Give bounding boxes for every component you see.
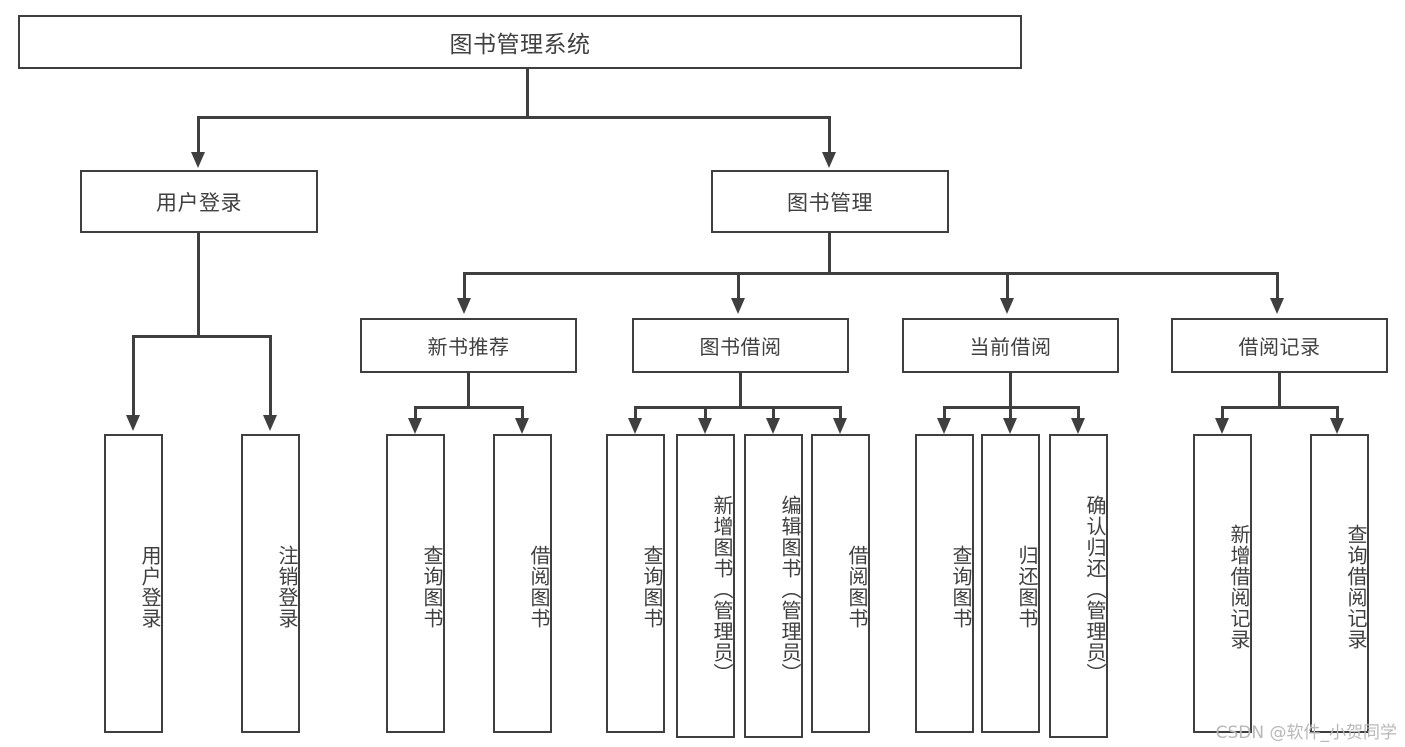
connector-borrow-drop-2: [704, 406, 707, 420]
arrow-leaf-current-confirm-return: [1071, 418, 1085, 434]
connector-borrow-drop-4: [839, 406, 842, 420]
arrow-leaf-current-query-book: [937, 418, 951, 434]
node-label: 图书管理系统: [449, 32, 591, 58]
node-label: 归还图书: [1015, 544, 1039, 629]
node-label: 借阅记录: [1238, 335, 1321, 359]
connector-level2-drop-3: [1006, 272, 1009, 300]
leaf-current-confirm-return[interactable]: 确认归还（管理员）: [1049, 434, 1108, 738]
connector-record-stem: [1278, 373, 1281, 409]
connector-level2-drop-1: [463, 272, 466, 300]
node-label: 查询图书: [949, 544, 973, 629]
leaf-user-login[interactable]: 用户登录: [104, 434, 163, 733]
node-current-borrow[interactable]: 当前借阅: [902, 318, 1119, 373]
node-label: 新增图书（管理员）: [710, 494, 734, 684]
connector-level2-bus: [463, 272, 1279, 275]
node-user-login[interactable]: 用户登录: [80, 170, 318, 233]
leaf-recommend-borrow-book[interactable]: 借阅图书: [493, 434, 552, 733]
node-label: 确认归还（管理员）: [1083, 494, 1107, 684]
arrow-leaf-borrow-query-book: [628, 418, 642, 434]
connector-current-drop-3: [1077, 406, 1080, 420]
connector-user-login-bus: [132, 335, 272, 338]
connector-user-login-drop-2: [269, 335, 272, 417]
connector-level2-drop-2: [737, 272, 740, 300]
node-borrow-record[interactable]: 借阅记录: [1171, 318, 1388, 373]
node-book-borrow[interactable]: 图书借阅: [632, 318, 849, 373]
connector-record-drop-2: [1336, 406, 1339, 420]
node-label: 新书推荐: [427, 335, 510, 359]
connector-to-book-manage: [828, 116, 831, 154]
connector-borrow-stem: [739, 373, 742, 409]
connector-current-stem: [1009, 373, 1012, 409]
connector-recommend-bus: [414, 406, 524, 409]
leaf-borrow-borrow-book[interactable]: 借阅图书: [811, 434, 870, 733]
node-label: 用户登录: [138, 544, 162, 629]
arrow-leaf-borrow-add-book: [698, 418, 712, 434]
leaf-recommend-query-book[interactable]: 查询图书: [386, 434, 445, 733]
leaf-current-query-book[interactable]: 查询图书: [915, 434, 974, 733]
connector-recommend-stem: [467, 373, 470, 409]
leaf-borrow-edit-book[interactable]: 编辑图书（管理员）: [744, 434, 803, 738]
node-label: 查询借阅记录: [1344, 523, 1368, 650]
connector-recommend-drop-1: [414, 406, 417, 420]
leaf-borrow-add-book[interactable]: 新增图书（管理员）: [676, 434, 735, 738]
arrow-to-book-manage: [822, 152, 836, 168]
connector-borrow-bus: [634, 406, 842, 409]
node-new-book-recommend[interactable]: 新书推荐: [360, 318, 577, 373]
leaf-logout[interactable]: 注销登录: [241, 434, 300, 733]
node-label: 查询图书: [640, 544, 664, 629]
connector-borrow-drop-3: [772, 406, 775, 420]
node-root-system[interactable]: 图书管理系统: [18, 15, 1022, 69]
connector-record-drop-1: [1221, 406, 1224, 420]
connector-user-login-stem: [197, 233, 200, 336]
connector-level2-drop-4: [1276, 272, 1279, 300]
connector-book-manage-stem: [828, 233, 831, 274]
node-label: 图书借阅: [699, 335, 782, 359]
connector-current-drop-1: [943, 406, 946, 420]
connector-level1-bus: [197, 116, 831, 119]
arrow-to-new-book-recommend: [457, 298, 471, 314]
arrow-leaf-record-query: [1330, 418, 1344, 434]
connector-record-bus: [1221, 406, 1339, 409]
node-label: 查询图书: [420, 544, 444, 629]
node-label: 用户登录: [156, 190, 242, 215]
leaf-record-query[interactable]: 查询借阅记录: [1310, 434, 1369, 733]
connector-to-user-login: [197, 116, 200, 154]
node-label: 新增借阅记录: [1227, 523, 1251, 650]
arrow-leaf-user-login: [126, 415, 140, 431]
node-label: 编辑图书（管理员）: [778, 494, 802, 684]
node-label: 当前借阅: [969, 335, 1052, 359]
arrow-to-book-borrow: [731, 298, 745, 314]
leaf-record-add[interactable]: 新增借阅记录: [1193, 434, 1252, 733]
arrow-leaf-current-return-book: [1003, 418, 1017, 434]
connector-root-stem: [526, 69, 529, 117]
connector-borrow-drop-1: [634, 406, 637, 420]
arrow-leaf-recommend-borrow-book: [515, 418, 529, 434]
arrow-leaf-logout: [263, 415, 277, 431]
leaf-current-return-book[interactable]: 归还图书: [981, 434, 1040, 733]
arrow-to-user-login: [191, 152, 205, 168]
arrow-to-borrow-record: [1270, 298, 1284, 314]
node-book-management[interactable]: 图书管理: [711, 170, 949, 233]
leaf-borrow-query-book[interactable]: 查询图书: [606, 434, 665, 733]
node-label: 图书管理: [787, 190, 873, 215]
node-label: 借阅图书: [845, 544, 869, 629]
node-label: 注销登录: [275, 544, 299, 629]
arrow-leaf-record-add: [1215, 418, 1229, 434]
arrow-to-current-borrow: [1000, 298, 1014, 314]
arrow-leaf-borrow-borrow-book: [833, 418, 847, 434]
arrow-leaf-borrow-edit-book: [766, 418, 780, 434]
connector-current-drop-2: [1009, 406, 1012, 420]
connector-user-login-drop-1: [132, 335, 135, 417]
node-label: 借阅图书: [527, 544, 551, 629]
arrow-leaf-recommend-query-book: [408, 418, 422, 434]
connector-recommend-drop-2: [521, 406, 524, 420]
